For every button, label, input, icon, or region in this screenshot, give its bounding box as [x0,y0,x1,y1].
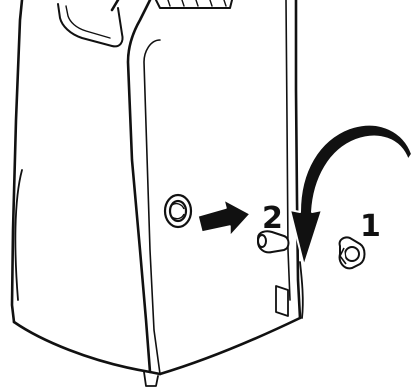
step-1-label: 1 [360,209,381,244]
step-2-label: 2 [262,201,283,236]
step-2-arrow [198,200,250,236]
appliance-body [12,0,303,386]
drain-port [165,195,191,227]
